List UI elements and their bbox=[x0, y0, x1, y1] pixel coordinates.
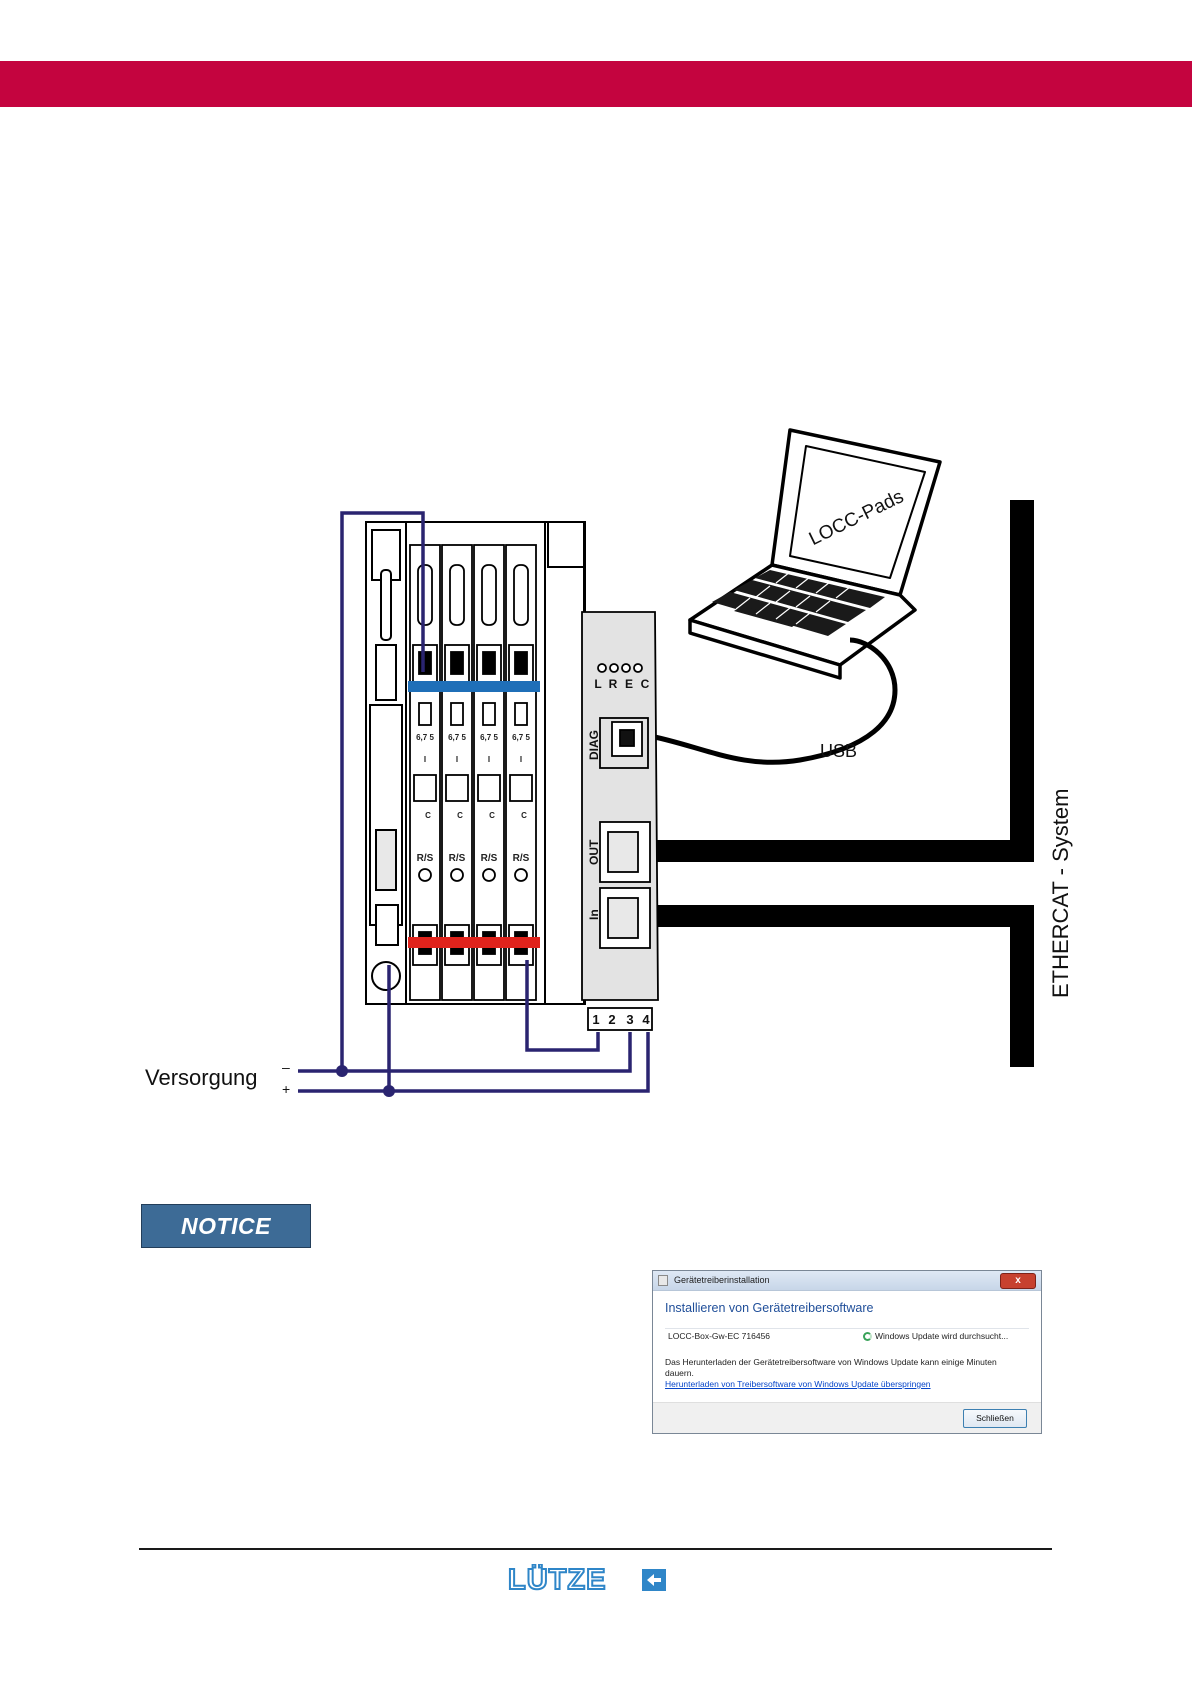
breaker-current-mark: I bbox=[520, 755, 522, 764]
breaker-rs-label: R/S bbox=[513, 853, 530, 864]
breaker-current-mark: I bbox=[456, 755, 458, 764]
laptop bbox=[688, 428, 942, 680]
breaker-module bbox=[473, 544, 505, 1001]
breaker-c-mark: C bbox=[425, 811, 431, 820]
dialog-footer: Schließen bbox=[653, 1402, 1041, 1433]
search-status: Windows Update wird durchsucht... bbox=[863, 1331, 1008, 1341]
close-icon[interactable]: x bbox=[1000, 1273, 1036, 1289]
notice-badge: NOTICE bbox=[141, 1204, 311, 1248]
breaker-rs-label: R/S bbox=[417, 853, 434, 864]
breaker-current-mark: I bbox=[488, 755, 490, 764]
led-label: C bbox=[641, 677, 650, 691]
logo-wordmark: LÜTZE bbox=[508, 1564, 606, 1594]
dialog-divider bbox=[665, 1328, 1029, 1329]
close-button[interactable]: Schließen bbox=[963, 1409, 1027, 1428]
breaker-module bbox=[505, 544, 537, 1001]
out-port-label: OUT bbox=[587, 839, 601, 865]
device-name: LOCC-Box-Gw-EC 716456 bbox=[668, 1331, 771, 1341]
in-port-label: In bbox=[587, 909, 601, 920]
supply-minus: – bbox=[282, 1059, 290, 1075]
terminal-number: 3 bbox=[626, 1012, 633, 1027]
search-status-text: Windows Update wird durchsucht... bbox=[875, 1331, 1009, 1341]
usb-cable bbox=[644, 637, 898, 765]
supply-label: Versorgung bbox=[145, 1065, 258, 1090]
gateway-leds: L R E C bbox=[594, 677, 649, 691]
led-label: E bbox=[625, 677, 633, 691]
header-band bbox=[0, 61, 1192, 107]
breaker-rs-label: R/S bbox=[449, 853, 466, 864]
wire-junction bbox=[336, 1065, 348, 1077]
terminal-block: 1 2 3 4 bbox=[592, 1012, 650, 1027]
led-label: L bbox=[594, 677, 601, 691]
footer-divider bbox=[139, 1548, 1052, 1550]
skip-windows-update-link[interactable]: Herunterladen von Treibersoftware von Wi… bbox=[665, 1379, 931, 1389]
device-icon bbox=[658, 1275, 668, 1286]
lutze-logo: LÜTZE bbox=[507, 1564, 666, 1594]
supply-wires bbox=[298, 511, 650, 1093]
breaker-c-mark: C bbox=[521, 811, 527, 820]
breaker-rating: 6,7 5 bbox=[448, 733, 466, 742]
laptop-keyboard bbox=[712, 570, 885, 636]
ethercat-label: ETHERCAT - System bbox=[1048, 789, 1073, 998]
breaker-rating: 6,7 5 bbox=[480, 733, 498, 742]
breaker-rating: 6,7 5 bbox=[512, 733, 530, 742]
terminal-number: 1 bbox=[592, 1012, 599, 1027]
breaker-module bbox=[409, 544, 441, 1001]
usb-label: USB bbox=[820, 741, 857, 761]
led-label: R bbox=[609, 677, 618, 691]
dialog-heading: Installieren von Gerätetreibersoftware bbox=[665, 1301, 874, 1315]
supply-plus: + bbox=[282, 1081, 290, 1097]
breaker-rating: 6,7 5 bbox=[416, 733, 434, 742]
blue-busbar bbox=[408, 681, 540, 692]
breaker-c-mark: C bbox=[489, 811, 495, 820]
breaker-rs-label: R/S bbox=[481, 853, 498, 864]
dialog-message: Das Herunterladen der Gerätetreibersoftw… bbox=[665, 1357, 997, 1378]
breaker-labels: 6,7 5 6,7 5 6,7 5 6,7 5 I I I I C C C C … bbox=[416, 733, 530, 864]
terminal-number: 4 bbox=[642, 1012, 650, 1027]
wire-junction bbox=[383, 1085, 395, 1097]
driver-install-dialog: Gerätetreiberinstallation x Installieren… bbox=[652, 1270, 1042, 1434]
diag-port-label: DIAG bbox=[587, 730, 601, 760]
terminal-number: 2 bbox=[608, 1012, 615, 1027]
breaker-current-mark: I bbox=[424, 755, 426, 764]
breaker-c-mark: C bbox=[457, 811, 463, 820]
breaker-module bbox=[441, 544, 473, 1001]
dialog-window-title: Gerätetreiberinstallation bbox=[674, 1275, 770, 1285]
red-busbar bbox=[408, 937, 540, 948]
dialog-titlebar[interactable]: Gerätetreiberinstallation x bbox=[653, 1271, 1041, 1291]
wiring-diagram: LOCC-Pads USB ETHERCAT - System bbox=[145, 428, 1073, 1097]
gateway-module bbox=[581, 611, 659, 1031]
spinner-icon bbox=[863, 1332, 872, 1341]
